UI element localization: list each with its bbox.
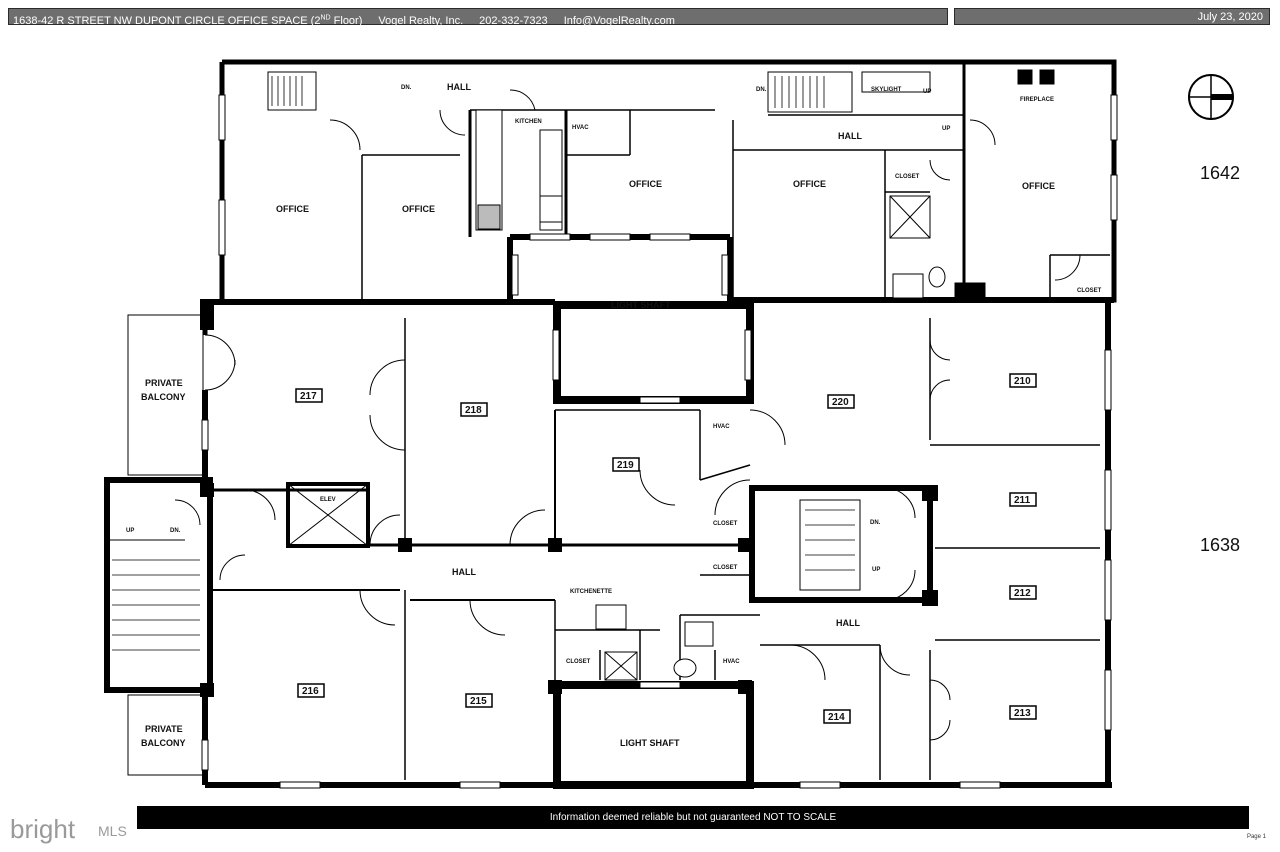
closet-label: CLOSET bbox=[566, 659, 591, 665]
header-date: July 23, 2020 bbox=[954, 8, 1270, 25]
door-swings bbox=[174, 89, 1081, 741]
room-number-213: 213 bbox=[1014, 708, 1031, 719]
skylight-label: SKYLIGHT bbox=[871, 87, 902, 93]
light-shaft-label: LIGHT SHAFT bbox=[611, 300, 671, 310]
header-bar: 1638-42 R STREET NW DUPONT CIRCLE OFFICE… bbox=[8, 8, 948, 27]
up-label: UP bbox=[872, 567, 880, 573]
room-number-211: 211 bbox=[1014, 495, 1031, 506]
hall-label: HALL bbox=[838, 131, 862, 141]
dn-label: DN. bbox=[401, 85, 412, 91]
room-number-210: 210 bbox=[1014, 376, 1031, 387]
room-number-220: 220 bbox=[832, 397, 849, 408]
dn-label: DN. bbox=[756, 87, 767, 93]
office-label: OFFICE bbox=[276, 204, 309, 214]
closet-label: CLOSET bbox=[895, 174, 920, 180]
room-number-212: 212 bbox=[1014, 588, 1031, 599]
north-arrow-icon bbox=[1188, 74, 1234, 120]
office-label: OFFICE bbox=[793, 179, 826, 189]
up-label: UP bbox=[942, 126, 950, 132]
elevator-label: ELEV bbox=[320, 497, 336, 503]
room-number-218: 218 bbox=[465, 405, 482, 416]
office-label: OFFICE bbox=[402, 204, 435, 214]
dn-label: DN. bbox=[170, 528, 181, 534]
fireplace-label: FIREPLACE bbox=[1020, 97, 1054, 103]
private-label: PRIVATE bbox=[145, 724, 183, 734]
windows bbox=[201, 94, 1118, 789]
header-address: 1638-42 R STREET NW DUPONT CIRCLE OFFICE… bbox=[13, 14, 363, 27]
dn-label: DN. bbox=[870, 520, 881, 526]
footer-disclaimer: Information deemed reliable but not guar… bbox=[137, 806, 1249, 829]
header-company: Vogel Realty, Inc. bbox=[378, 14, 464, 27]
up-label: UP bbox=[923, 89, 931, 95]
closet-label: CLOSET bbox=[1077, 288, 1102, 294]
svg-text:bright: bright bbox=[10, 814, 76, 844]
page-number: Page 1 bbox=[1246, 834, 1266, 840]
header-email: Info@VogelRealty.com bbox=[563, 14, 675, 27]
room-numbers: 217 218 219 220 210 211 212 213 214 215 … bbox=[295, 373, 1037, 724]
columns bbox=[200, 300, 938, 697]
hall-label: HALL bbox=[836, 618, 860, 628]
balcony-label: BALCONY bbox=[141, 392, 186, 402]
kitchenette-label: KITCHENETTE bbox=[570, 589, 612, 595]
header-phone: 202-332-7323 bbox=[479, 14, 548, 27]
hvac-label: HVAC bbox=[723, 659, 740, 665]
stair-treads bbox=[112, 76, 855, 651]
office-label: OFFICE bbox=[629, 179, 662, 189]
svg-text:MLS: MLS bbox=[98, 823, 127, 839]
kitchen-label: KITCHEN bbox=[515, 119, 542, 125]
building-label-1642: 1642 bbox=[1200, 163, 1241, 183]
hall-label: HALL bbox=[452, 567, 476, 577]
private-label: PRIVATE bbox=[145, 378, 183, 388]
room-number-215: 215 bbox=[470, 696, 487, 707]
balcony-label: BALCONY bbox=[141, 738, 186, 748]
fixtures bbox=[475, 69, 1055, 681]
office-label: OFFICE bbox=[1022, 181, 1055, 191]
closet-label: CLOSET bbox=[713, 521, 738, 527]
room-number-219: 219 bbox=[617, 460, 634, 471]
up-label: UP bbox=[126, 528, 134, 534]
room-number-214: 214 bbox=[828, 712, 845, 723]
light-shaft-label: LIGHT SHAFT bbox=[620, 738, 680, 748]
hvac-label: HVAC bbox=[713, 424, 730, 430]
room-labels: HALL DN. KITCHEN HVAC OFFICE OFFICE OFFI… bbox=[126, 82, 1102, 748]
room-number-217: 217 bbox=[300, 391, 317, 402]
room-number-216: 216 bbox=[302, 686, 319, 697]
hall-label: HALL bbox=[447, 82, 471, 92]
bright-mls-logo: bright MLS bbox=[6, 809, 136, 847]
hvac-label: HVAC bbox=[572, 125, 589, 131]
building-label-1638: 1638 bbox=[1200, 535, 1241, 555]
closet-label: CLOSET bbox=[713, 565, 738, 571]
